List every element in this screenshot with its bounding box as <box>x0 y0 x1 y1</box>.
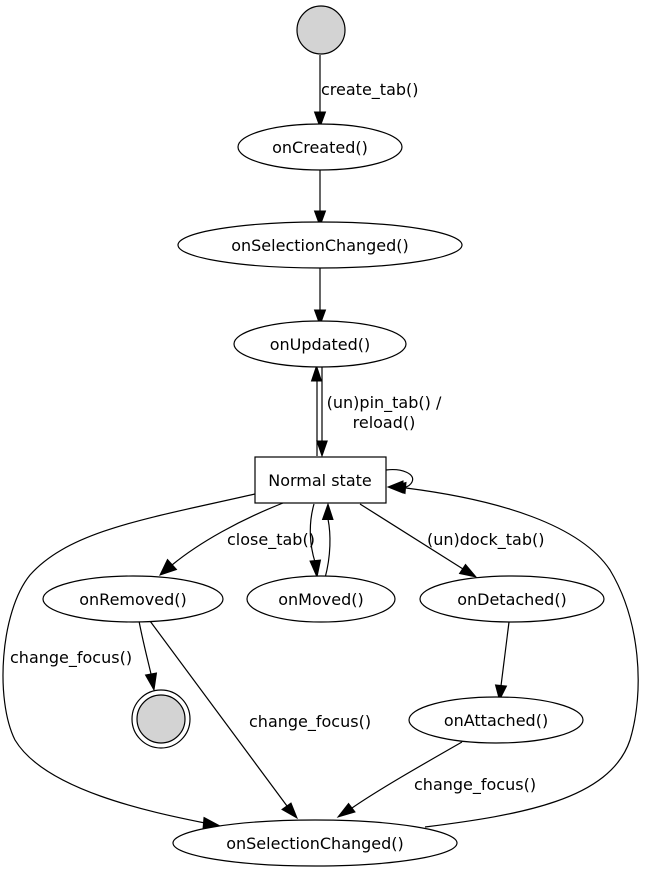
edge-label-pin-reload-line1: (un)pin_tab() / <box>327 393 442 413</box>
node-normal-state: Normal state <box>254 456 387 504</box>
node-ondetached: onDetached() <box>419 575 605 623</box>
node-onmoved-label: onMoved() <box>278 590 363 609</box>
edge-onremoved-to-onselectionchanged-bottom <box>149 620 298 820</box>
edge-label-change-focus-right: change_focus() <box>414 775 536 795</box>
edge-normalstate-to-onremoved <box>159 502 284 576</box>
node-onremoved: onRemoved() <box>42 575 224 623</box>
edge-onremoved-to-final <box>138 620 158 692</box>
edge-normalstate-to-ondetached <box>359 503 478 578</box>
edge-label-create-tab: create_tab() <box>321 80 419 100</box>
node-onupdated-label: onUpdated() <box>270 335 371 354</box>
edge-normalstate-to-onupdated <box>316 367 328 458</box>
edge-normalstate-to-onmoved <box>309 503 322 579</box>
node-oncreated-label: onCreated() <box>272 138 368 157</box>
edge-label-change-focus-middle: change_focus() <box>249 712 371 732</box>
node-onremoved-label: onRemoved() <box>79 590 187 609</box>
edge-onupdated-to-normalstate <box>310 364 323 456</box>
node-onselectionchanged-top: onSelectionChanged() <box>177 221 463 269</box>
edge-label-pin-reload-line2: reload() <box>353 413 416 432</box>
node-onselectionchanged-bottom-label: onSelectionChanged() <box>226 834 404 853</box>
node-onattached: onAttached() <box>408 696 584 744</box>
edge-label-change-focus-left: change_focus() <box>10 648 132 668</box>
edge-label-dock-tab: (un)dock_tab() <box>427 530 545 550</box>
initial-state <box>296 5 346 55</box>
edge-onattached-to-onselectionchanged-bottom <box>336 741 463 818</box>
node-onselectionchanged-top-label: onSelectionChanged() <box>231 236 409 255</box>
edge-onselectionchanged-to-onupdated <box>313 268 327 327</box>
node-normal-state-label: Normal state <box>268 471 372 490</box>
node-onmoved: onMoved() <box>246 575 396 623</box>
final-state <box>131 689 191 749</box>
node-ondetached-label: onDetached() <box>457 590 567 609</box>
edge-oncreated-to-onselectionchanged <box>313 170 327 228</box>
edge-onselectionchanged-bottom-to-normalstate <box>389 481 639 828</box>
edge-onmoved-to-normalstate <box>321 502 334 579</box>
node-oncreated: onCreated() <box>237 123 403 171</box>
node-onselectionchanged-bottom: onSelectionChanged() <box>172 819 458 867</box>
edge-label-close-tab: close_tab() <box>227 530 315 550</box>
edge-start-to-oncreated <box>313 55 327 129</box>
node-onattached-label: onAttached() <box>444 711 548 730</box>
node-onupdated: onUpdated() <box>233 320 407 368</box>
edge-ondetached-to-onattached <box>494 621 510 702</box>
